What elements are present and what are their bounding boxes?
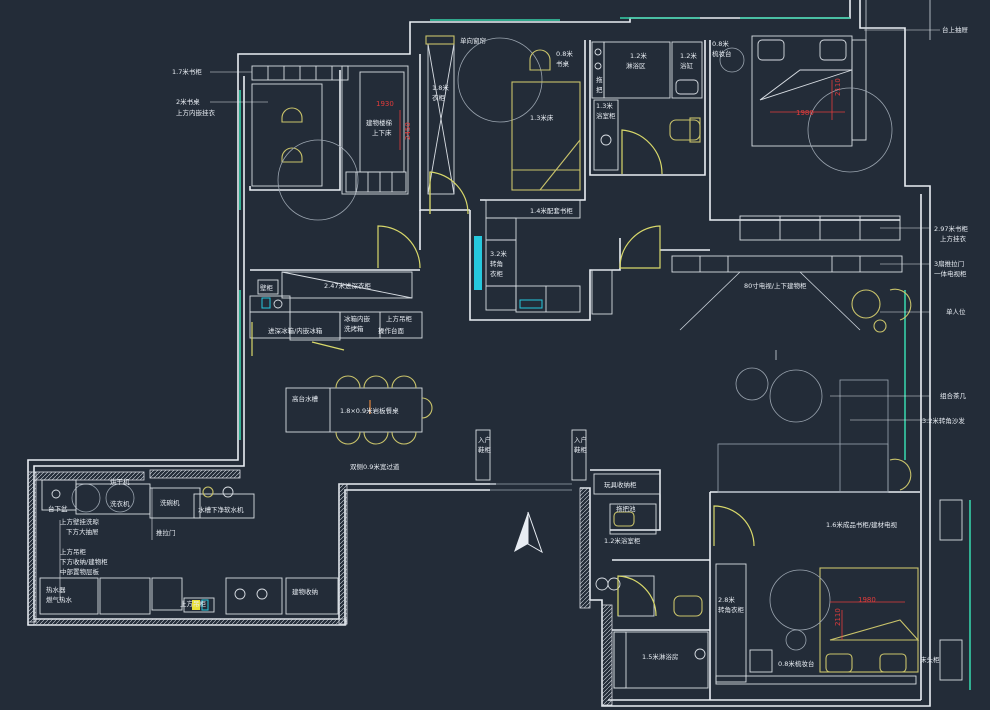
label-dresser08-sub: 梳妆台: [712, 49, 732, 58]
label-mop-pool: 拖把池: [616, 504, 636, 513]
dining-area: [285, 375, 433, 445]
label-wardrobe297-sub: 上方挂衣: [940, 234, 967, 243]
dim-2110a: 2110: [834, 78, 842, 96]
second-bedroom: [593, 473, 963, 689]
corridor-wardrobes: [377, 199, 661, 315]
label-nightstand: 床头柜: [920, 655, 940, 664]
study-room: [251, 65, 409, 221]
label-laundry-top: 台下盆: [48, 504, 68, 513]
label-microwave: 壁柜: [260, 283, 274, 292]
label-storage-cab: 建物收纳: [292, 587, 318, 596]
label-cab12: 1.2米: [680, 51, 697, 60]
label-washroom13: 1.3米: [596, 101, 613, 110]
label-desk: 2米书桌: [176, 97, 200, 106]
label-desk-sub: 上方内嵌挂衣: [176, 108, 216, 117]
label-dining-table: 1.8×0.9米岩板餐桌: [340, 406, 399, 415]
label-balcony-drawer: 台上抽屉: [942, 25, 969, 34]
label-washer: 洗衣机: [110, 499, 130, 508]
dimensions: 1930 2450 1980 2110 1980 2110: [376, 78, 876, 626]
label-entry-cab-l-sub: 鞋柜: [478, 445, 492, 454]
label-water-heater: 热水器: [46, 585, 66, 594]
label-fridge-note: 冰箱内嵌: [344, 314, 371, 323]
label-wardrobe18-sub: 衣柜: [432, 93, 446, 102]
label-entry-cab-l: 入户: [478, 435, 491, 444]
label-mop: 拖: [596, 75, 603, 84]
master-bath: [591, 41, 745, 175]
label-bunk-sub: 上下床: [372, 128, 392, 137]
outer-walls: [27, 0, 931, 707]
label-lower-basin: 下方大抽屉: [66, 527, 99, 536]
label-shower15: 1.5米淋浴房: [642, 652, 678, 661]
label-sliding-door-sub: 一体电视柜: [934, 269, 967, 278]
label-lower-storage: 下方收纳/建物柜: [60, 557, 108, 566]
label-tool-cab: 玩具收纳柜: [604, 480, 637, 489]
label-bookshelf: 1.7米书柜: [172, 67, 202, 76]
label-water-purifier: 水槽下净软水机: [198, 505, 244, 514]
label-mid-shelf: 中部置物层板: [60, 567, 100, 576]
label-dining-bar: 高台水槽: [292, 394, 319, 403]
label-tv-wall: 80寸电视/上下建物柜: [744, 281, 807, 290]
label-water-heater-sub: 燃气热水: [46, 595, 73, 604]
label-upper-cabinet-k: 上方吊柜: [60, 547, 87, 556]
living-room: [671, 255, 912, 493]
label-wardrobe32-sub1: 转角: [490, 259, 503, 268]
dim-2450: 2450: [404, 122, 412, 140]
label-upper-cab: 上方吊柜: [386, 314, 413, 323]
label-cabinet16: 1.6米成品书柜/建材电视: [826, 520, 898, 529]
label-desk08-sub: 书桌: [556, 59, 570, 68]
label-bunk: 建物楼梯: [366, 118, 393, 127]
label-bed13: 1.3米床: [530, 113, 554, 122]
kid-room: [425, 35, 581, 215]
label-sofa: 3.2米转角沙发: [922, 416, 965, 425]
label-wardrobe32-sub2: 衣柜: [490, 269, 504, 278]
glass-partition: [474, 236, 482, 290]
label-entry-wardrobe: 2.47米进深衣柜: [324, 281, 371, 290]
label-washroom13-sub: 浴室柜: [596, 111, 616, 120]
label-aisle: 双侧0.9米宽过道: [350, 462, 400, 471]
master-bedroom: [739, 35, 901, 241]
label-fridge-zone: 进深冰箱/内嵌冰箱: [268, 326, 323, 335]
label-wardrobe18: 1.8米: [432, 83, 449, 92]
kitchen: [249, 271, 423, 356]
label-cab12-sub: 浴缸: [680, 61, 694, 70]
label-single-chair: 单人位: [946, 307, 966, 316]
label-bath12b: 1.2米浴室柜: [604, 536, 641, 545]
label-dresser08: 0.8米: [712, 39, 729, 48]
label-coffee-table: 组合茶几: [940, 391, 967, 400]
label-entry-cab-r-sub: 鞋柜: [574, 445, 588, 454]
entry: [475, 429, 587, 491]
dim-1930: 1930: [376, 100, 394, 108]
label-curtain: 单向窗帘: [460, 36, 487, 45]
label-desk08: 0.8米: [556, 49, 573, 58]
label-partition-door: 推拉门: [156, 528, 176, 537]
label-mop-sub: 把: [596, 85, 603, 94]
label-sliding-door: 3扇推拉门: [934, 259, 964, 268]
leader-lines: [210, 29, 940, 421]
north-arrow-icon: [514, 511, 543, 554]
label-side-cabinet: 1.4米配套书柜: [530, 206, 573, 215]
dim-1980b: 1980: [858, 596, 876, 604]
label-wardrobe28-sub: 转角衣柜: [718, 605, 745, 614]
label-dresser08b: 0.8米梳妆台: [778, 659, 814, 668]
dim-1980a: 1980: [796, 109, 814, 117]
label-upper-cab-k2: 上方吊柜: [180, 599, 207, 608]
label-wardrobe28: 2.8米: [718, 595, 735, 604]
label-wardrobe32: 3.2米: [490, 249, 507, 258]
label-counter: 操作台面: [378, 326, 405, 335]
label-dryer: 烘干机: [110, 477, 130, 486]
label-bath12-sub: 淋浴区: [626, 61, 646, 70]
label-entry-cab-r: 入户: [574, 435, 587, 444]
label-dishwasher: 洗碗机: [160, 498, 180, 507]
label-fridge-note2: 洗烤箱: [344, 324, 364, 333]
label-bath12: 1.2米: [630, 51, 647, 60]
laundry-balcony: [39, 479, 339, 615]
label-wardrobe297: 2.97米书柜: [934, 224, 968, 233]
dim-2110b: 2110: [834, 608, 842, 626]
label-upper-hanging: 上方壁挂洗晾: [60, 517, 100, 526]
windows: [239, 0, 971, 690]
hatched-walls: [27, 469, 613, 706]
